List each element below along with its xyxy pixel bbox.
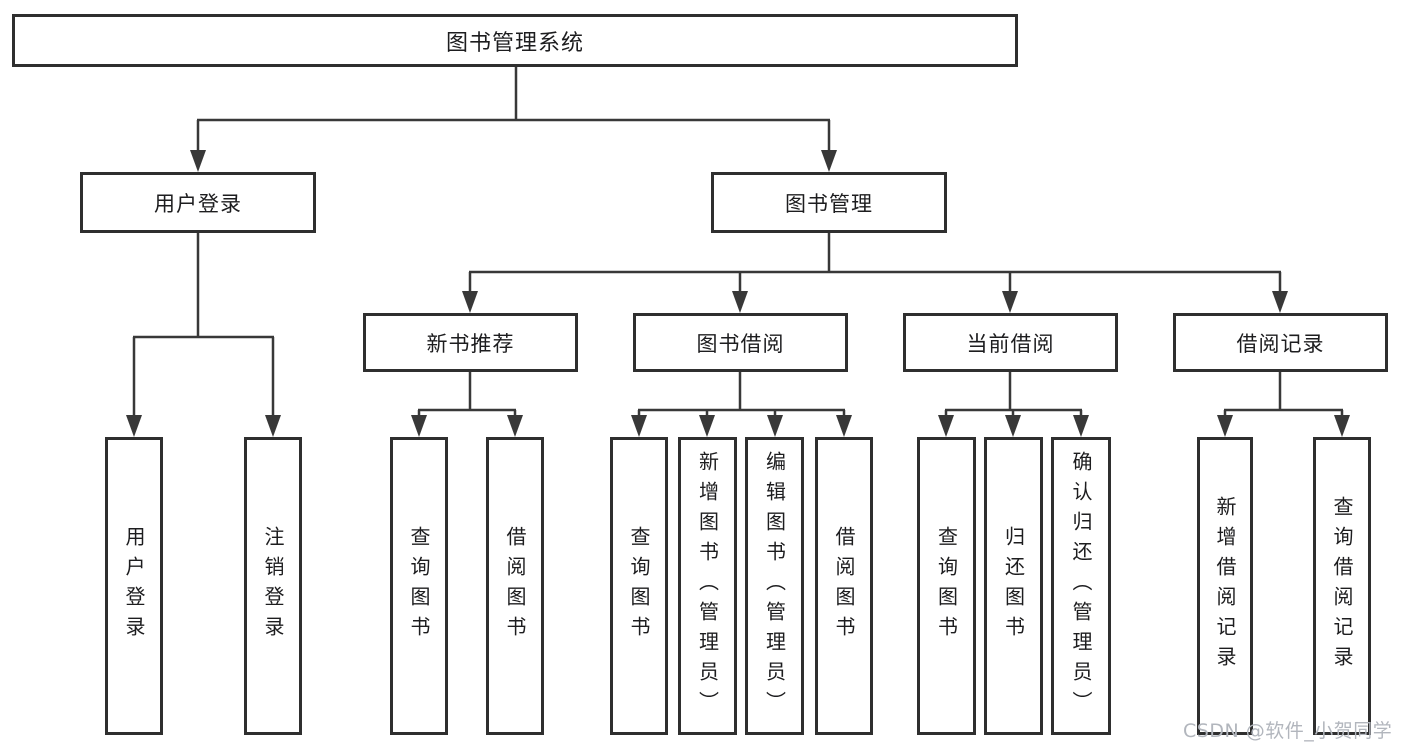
- leaf-user-login: 用户登录: [105, 437, 163, 735]
- node-root-label: 图书管理系统: [445, 30, 584, 56]
- node-user-login-label: 用户登录: [154, 191, 242, 216]
- leaf-record-add-label: 新增借阅记录: [1213, 496, 1237, 676]
- leaf-newbook-query-books-label: 查询图书: [407, 526, 431, 646]
- leaf-borrow-borrow-books: 借阅图书: [815, 437, 873, 735]
- node-book-management: 图书管理: [711, 172, 947, 233]
- leaf-borrow-edit-books-admin: 编辑图书（管理员）: [745, 437, 804, 735]
- node-book-management-label: 图书管理: [785, 191, 873, 216]
- node-borrow-record: 借阅记录: [1173, 313, 1388, 372]
- node-borrow-record-label: 借阅记录: [1236, 331, 1325, 356]
- leaf-record-query-label: 查询借阅记录: [1330, 496, 1354, 676]
- csdn-watermark: CSDN @软件_小贺同学: [1183, 720, 1393, 742]
- leaf-logout-label: 注销登录: [261, 526, 285, 646]
- leaf-borrow-edit-books-admin-label: 编辑图书（管理员）: [762, 451, 787, 721]
- node-user-login: 用户登录: [80, 172, 316, 233]
- node-new-book-recommend-label: 新书推荐: [426, 331, 515, 356]
- leaf-record-add: 新增借阅记录: [1197, 437, 1253, 735]
- edge-root-to-level2: [196, 66, 831, 152]
- edge-bookmgmt-to-level3: [468, 233, 1282, 293]
- leaf-borrow-query-books-label: 查询图书: [627, 526, 651, 646]
- edge-bookborrow-to-leaves: [637, 372, 846, 417]
- leaf-current-confirm-return-admin-label: 确认归还（管理员）: [1069, 451, 1093, 721]
- leaf-borrow-borrow-books-label: 借阅图书: [832, 526, 856, 646]
- leaf-user-login-label: 用户登录: [122, 526, 146, 646]
- node-current-borrow: 当前借阅: [903, 313, 1118, 372]
- node-root-system: 图书管理系统: [12, 14, 1018, 67]
- leaf-current-query-books-label: 查询图书: [934, 526, 959, 646]
- leaf-current-return-books-label: 归还图书: [1001, 526, 1026, 646]
- leaf-current-return-books: 归还图书: [984, 437, 1043, 735]
- leaf-record-query: 查询借阅记录: [1313, 437, 1371, 735]
- leaf-newbook-borrow-books: 借阅图书: [486, 437, 544, 735]
- leaf-borrow-add-books-admin-label: 新增图书（管理员）: [695, 451, 720, 721]
- node-book-borrow: 图书借阅: [633, 313, 848, 372]
- edge-newbookrec-to-leaves: [417, 372, 517, 417]
- leaf-logout: 注销登录: [244, 437, 302, 735]
- leaf-newbook-borrow-books-label: 借阅图书: [503, 526, 527, 646]
- arrowheads: [126, 150, 1350, 437]
- leaf-borrow-add-books-admin: 新增图书（管理员）: [678, 437, 737, 735]
- leaf-current-query-books: 查询图书: [917, 437, 976, 735]
- node-book-borrow-label: 图书借阅: [696, 331, 785, 356]
- leaf-newbook-query-books: 查询图书: [390, 437, 448, 735]
- edge-currentborrow-to-leaves: [944, 372, 1083, 417]
- leaf-current-confirm-return-admin: 确认归还（管理员）: [1051, 437, 1111, 735]
- edge-borrowrecord-to-leaves: [1223, 372, 1344, 417]
- node-new-book-recommend: 新书推荐: [363, 313, 578, 372]
- edge-userlogin-to-leaves: [132, 233, 275, 417]
- leaf-borrow-query-books: 查询图书: [610, 437, 668, 735]
- node-current-borrow-label: 当前借阅: [966, 331, 1055, 356]
